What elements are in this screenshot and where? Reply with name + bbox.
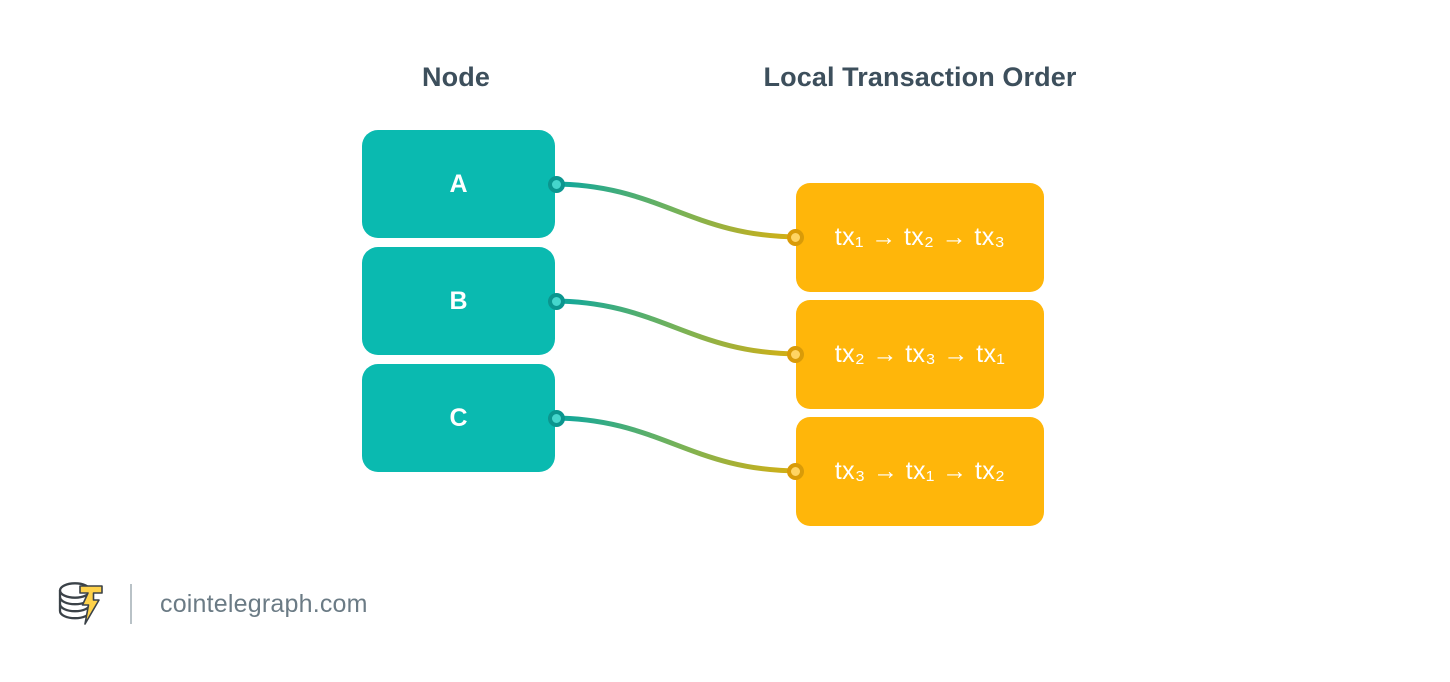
order-connector-dot-3 [787, 463, 804, 480]
order-connector-dot-1 [787, 229, 804, 246]
order-box-3[interactable]: tx₃ → tx₁ → tx₂ [796, 417, 1044, 526]
cointelegraph-logo-icon [58, 582, 103, 625]
column-header-node: Node [422, 62, 490, 92]
node-label: C [449, 403, 468, 432]
order-text: tx₂ → tx₃ → tx₁ [834, 340, 1006, 368]
node-label: B [449, 286, 468, 315]
footer: cointelegraph.com [52, 575, 368, 633]
node-connector-dot-a [548, 176, 565, 193]
node-label: A [449, 169, 468, 198]
footer-divider [130, 584, 132, 624]
node-box-b[interactable]: B [362, 247, 555, 355]
connector-c-to-order-3 [549, 415, 803, 474]
connector-b-to-order-2 [549, 298, 803, 357]
order-connector-dot-2 [787, 346, 804, 363]
footer-url-text: cointelegraph.com [160, 589, 368, 618]
order-box-2[interactable]: tx₂ → tx₃ → tx₁ [796, 300, 1044, 409]
connector-a-to-order-1 [549, 181, 803, 240]
order-box-1[interactable]: tx₁ → tx₂ → tx₃ [796, 183, 1044, 292]
node-box-c[interactable]: C [362, 364, 555, 472]
column-header-local-transaction-order: Local Transaction Order [763, 62, 1077, 92]
node-box-a[interactable]: A [362, 130, 555, 238]
node-connector-dot-c [548, 410, 565, 427]
node-connector-dot-b [548, 293, 565, 310]
order-text: tx₁ → tx₂ → tx₃ [834, 223, 1006, 251]
order-text: tx₃ → tx₁ → tx₂ [834, 457, 1006, 485]
